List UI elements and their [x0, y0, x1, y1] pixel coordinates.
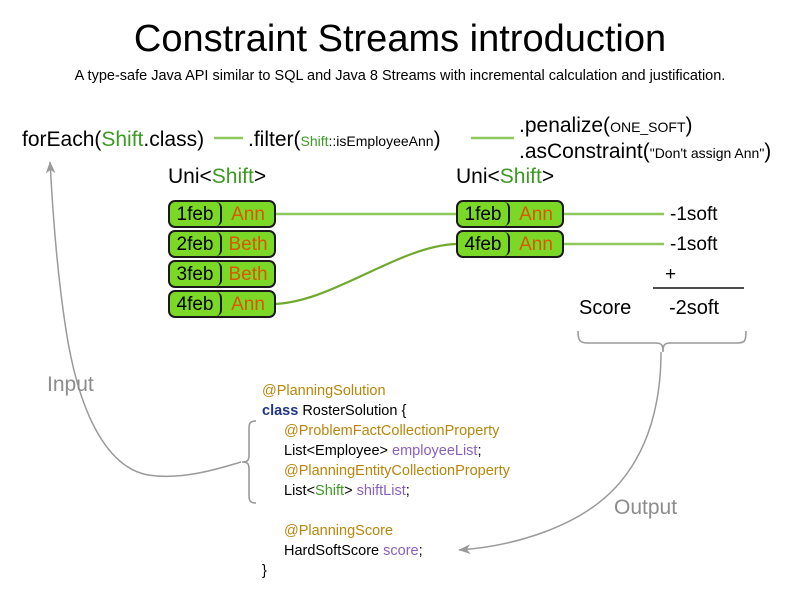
code-line: } [262, 561, 510, 581]
code-token: ; [405, 483, 410, 499]
code-token: @PlanningEntityCollectionProperty [284, 463, 510, 479]
foreach-type: Shift [101, 128, 144, 151]
code-token: class [262, 403, 303, 419]
tuple-date: 4feb [170, 292, 222, 316]
as-constraint-suffix: ) [764, 140, 772, 163]
code-line: class RosterSolution { [262, 401, 510, 421]
tuple-date: 3feb [170, 262, 222, 286]
uni-left-type: Shift [211, 165, 254, 188]
tuple-date: 1feb [458, 202, 510, 226]
as-constraint-arg: "Don't assign Ann" [649, 145, 765, 161]
code-line: @PlanningEntityCollectionProperty [262, 461, 510, 481]
penalize-prefix: .penalize( [519, 114, 611, 137]
input-label: Input [47, 373, 94, 396]
code-token: @ProblemFactCollectionProperty [284, 423, 500, 439]
code-fields-brace [241, 420, 257, 504]
tuple-card[interactable]: 4feb Ann [456, 230, 564, 258]
uni-label-left: Uni<Shift> [168, 165, 266, 189]
as-constraint-prefix: .asConstraint( [519, 140, 650, 163]
uni-left-suffix: > [253, 165, 267, 188]
code-line: HardSoftScore score; [262, 541, 510, 561]
tuple-card[interactable]: 1feb Ann [456, 200, 564, 228]
code-token: RosterSolution { [302, 403, 407, 419]
code-line: List<Employee> employeeList; [262, 441, 510, 461]
code-token: employeeList [392, 443, 478, 459]
code-line: List<Shift> shiftList; [262, 481, 510, 501]
code-line [262, 501, 510, 521]
impact-label: -1soft [670, 204, 718, 225]
tuple-employee: Ann [231, 203, 265, 225]
uni-right-suffix: > [541, 165, 555, 188]
code-token: ; [477, 443, 482, 459]
tuple-card[interactable]: 3feb Beth [168, 260, 276, 288]
code-token: score [383, 543, 419, 559]
expression-filter: .filter(Shift::isEmployeeAnn) [248, 128, 441, 152]
filter-prefix: .filter( [248, 128, 301, 151]
connector-tuple-4feb [271, 242, 457, 306]
penalize-suffix: ) [685, 114, 693, 137]
code-token: ; [418, 543, 423, 559]
tuple-date: 1feb [170, 202, 222, 226]
tuple-card[interactable]: 1feb Ann [168, 200, 276, 228]
code-line: @ProblemFactCollectionProperty [262, 421, 510, 441]
filter-type: Shift [300, 133, 329, 149]
score-operator: + [665, 264, 677, 285]
impact-label: -1soft [670, 234, 718, 255]
tuple-employee: Beth [228, 233, 268, 255]
expression-penalize: .penalize(ONE_SOFT) [519, 114, 693, 138]
tuple-date: 2feb [170, 232, 222, 256]
code-token [262, 503, 266, 519]
foreach-prefix: forEach( [22, 128, 102, 151]
score-label: Score [579, 297, 632, 319]
expression-as-constraint: .asConstraint("Don't assign Ann") [519, 140, 771, 164]
tuple-card[interactable]: 4feb Ann [168, 290, 276, 318]
tuple-employee: Ann [519, 203, 553, 225]
filter-suffix: ) [433, 128, 441, 151]
page-title: Constraint Streams introduction [133, 18, 667, 60]
uni-left-prefix: Uni< [168, 165, 212, 188]
tuple-employee: Beth [228, 263, 268, 285]
code-token: HardSoftScore [284, 543, 384, 559]
output-label: Output [614, 496, 678, 519]
score-total: -2soft [669, 297, 720, 319]
uni-right-prefix: Uni< [456, 165, 500, 188]
code-token: List< [284, 483, 316, 499]
code-token: @PlanningScore [284, 523, 394, 539]
code-block: @PlanningSolution class RosterSolution { @… [262, 381, 510, 581]
uni-right-type: Shift [499, 165, 542, 188]
code-token: shiftList [356, 483, 406, 499]
tuple-card[interactable]: 2feb Beth [168, 230, 276, 258]
page-subtitle: A type-safe Java API similar to SQL and … [74, 68, 726, 84]
filter-method: ::isEmployeeAnn [328, 133, 434, 149]
code-token: > [344, 483, 357, 499]
expression-foreach: forEach(Shift.class) [22, 128, 204, 152]
tuple-employee: Ann [519, 233, 553, 255]
foreach-suffix: .class) [143, 128, 205, 151]
code-token: Shift [315, 483, 345, 499]
score-brace [577, 330, 747, 353]
tuple-employee: Ann [231, 293, 265, 315]
code-line: @PlanningSolution [262, 381, 510, 401]
code-token: @PlanningSolution [262, 383, 386, 399]
code-token: List<Employee> [284, 443, 393, 459]
tuple-date: 4feb [458, 232, 510, 256]
code-line: @PlanningScore [262, 521, 510, 541]
code-token: } [262, 563, 267, 579]
uni-label-right: Uni<Shift> [456, 165, 554, 189]
penalize-arg: ONE_SOFT [610, 119, 686, 135]
